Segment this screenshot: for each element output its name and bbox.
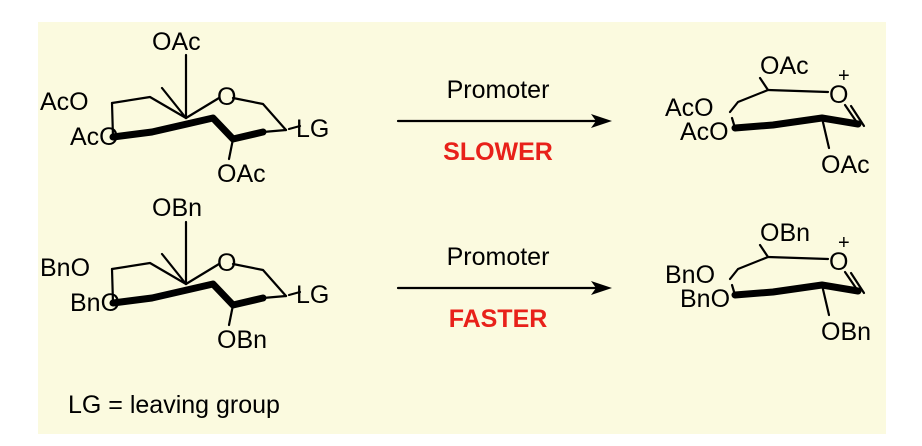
product-c6-substituent: OAc — [760, 52, 809, 80]
positive-charge: + — [838, 232, 850, 254]
product-c4-substituent: AcO — [665, 94, 714, 122]
ring-oxygen: O — [217, 83, 236, 111]
start-molecule-2: OBn BnO BnO OBn O LG — [40, 194, 329, 354]
reaction-1: OAc AcO AcO OAc O LG Promoter SLOWER OAc… — [40, 28, 870, 188]
product-c3-substituent: AcO — [680, 118, 729, 146]
start-molecule-1: OAc AcO AcO OAc O LG — [40, 28, 329, 188]
positive-charge: + — [838, 65, 850, 87]
c2-substituent: OBn — [217, 326, 267, 354]
c6-substituent: OBn — [152, 194, 202, 222]
c2-substituent: OAc — [217, 160, 266, 188]
leaving-group: LG — [296, 115, 329, 143]
c3-substituent: AcO — [70, 123, 119, 151]
reaction-2: OBn BnO BnO OBn O LG Promoter FASTER OBn… — [40, 194, 871, 354]
ring-oxygen: O — [217, 249, 236, 277]
product-c4-substituent: BnO — [665, 261, 715, 289]
product-ring-oxygen: O — [829, 248, 848, 276]
c6-substituent: OAc — [152, 28, 201, 56]
promoter-label: Promoter — [447, 243, 550, 271]
leaving-group: LG — [296, 281, 329, 309]
c4-substituent: BnO — [40, 254, 90, 282]
panel-background — [38, 22, 886, 434]
rate-label-faster: FASTER — [449, 305, 548, 333]
product-ring-oxygen: O — [829, 81, 848, 109]
product-c6-substituent: OBn — [760, 219, 810, 247]
reaction-arrow-1: Promoter SLOWER — [396, 76, 612, 166]
product-c2-substituent: OAc — [821, 151, 870, 179]
reaction-arrow-2: Promoter FASTER — [396, 243, 612, 333]
promoter-label: Promoter — [447, 76, 550, 104]
product-c2-substituent: OBn — [821, 318, 871, 346]
product-c3-substituent: BnO — [680, 285, 730, 313]
c3-substituent: BnO — [70, 289, 120, 317]
c4-substituent: AcO — [40, 88, 89, 116]
rate-label-slower: SLOWER — [443, 138, 553, 166]
footnote-legend: LG = leaving group — [68, 391, 280, 419]
product-molecule-1: OAc AcO AcO OAc O + — [665, 52, 870, 179]
product-molecule-2: OBn BnO BnO OBn O + — [665, 219, 871, 346]
